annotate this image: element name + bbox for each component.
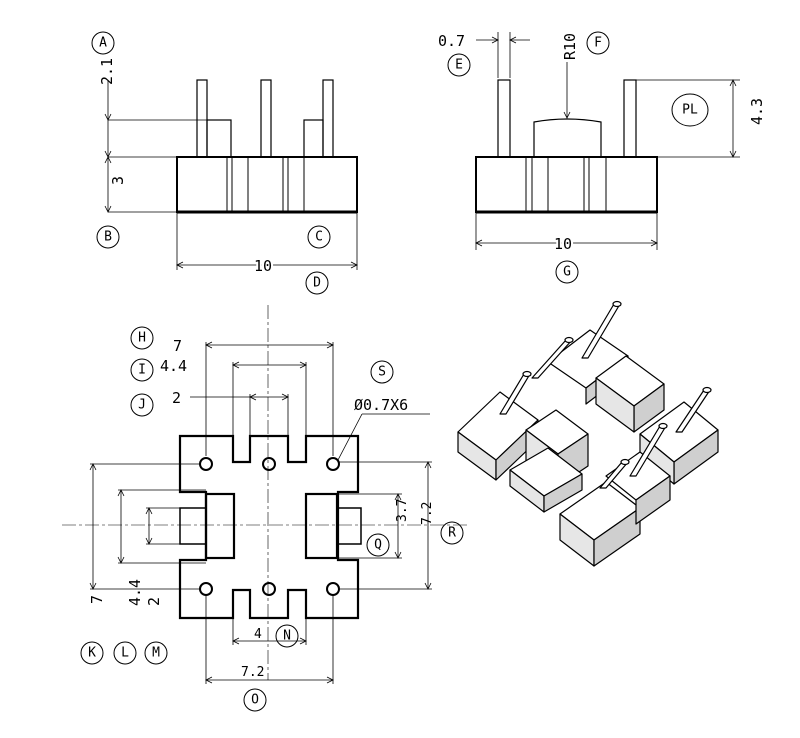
dim-left-middle: 4.4 — [126, 579, 144, 606]
callout-letters: A B C D E F G PL H I J S Q R N O K L M — [88, 36, 698, 708]
dim-hole-spec: Ø0.7X6 — [354, 396, 408, 414]
dim-side-width: 10 — [554, 235, 572, 253]
hole-6 — [326, 582, 340, 596]
side-pin-right — [623, 79, 637, 158]
dim-side-radius: R10 — [561, 33, 579, 60]
dim-bottom-width: 7.2 — [241, 665, 264, 680]
front-pin-1 — [196, 79, 208, 158]
label-q: Q — [374, 538, 382, 553]
hole-1 — [199, 457, 213, 471]
hole-3 — [326, 457, 340, 471]
side-view — [475, 32, 740, 250]
label-h: H — [138, 331, 146, 346]
side-core — [533, 118, 602, 157]
label-o: O — [251, 693, 259, 708]
label-a: A — [99, 36, 107, 51]
label-j: J — [138, 398, 146, 413]
label-c: C — [315, 230, 323, 245]
top-outline — [178, 434, 360, 620]
dim-top-outer: 7 — [173, 337, 182, 355]
front-view — [104, 79, 358, 270]
label-n: N — [283, 629, 291, 644]
dim-top-inner: 2 — [172, 389, 181, 407]
front-body — [176, 156, 358, 213]
label-f: F — [594, 36, 602, 51]
dim-side-pin-length: 4.3 — [748, 98, 766, 125]
label-r: R — [448, 526, 456, 541]
label-d: D — [313, 276, 321, 291]
hole-4 — [199, 582, 213, 596]
label-i: I — [138, 363, 146, 378]
label-g: G — [563, 265, 571, 280]
label-e: E — [455, 58, 463, 73]
dim-top-middle: 4.4 — [160, 357, 187, 375]
dim-front-pin-height: 2.1 — [98, 58, 116, 85]
dim-left-inner: 2 — [145, 597, 163, 606]
label-m: M — [152, 646, 160, 661]
label-pl: PL — [682, 103, 698, 118]
dim-side-pin-diameter: 0.7 — [438, 32, 465, 50]
hole-2 — [262, 457, 276, 471]
label-k: K — [88, 646, 96, 661]
hole-5 — [262, 582, 276, 596]
side-body — [475, 156, 658, 213]
front-pin-2 — [260, 79, 272, 158]
label-b: B — [104, 230, 112, 245]
side-pin-left — [497, 79, 511, 158]
front-pin-3 — [322, 79, 334, 158]
dim-row-span: 7.2 — [420, 502, 435, 525]
label-s: S — [378, 365, 386, 380]
dim-slot-height: 3.7 — [395, 499, 410, 522]
top-view — [62, 305, 470, 684]
callout-labels — [80, 31, 709, 712]
label-l: L — [121, 646, 129, 661]
dim-bottom-slot: 4 — [254, 627, 262, 642]
dim-left-outer: 7 — [88, 595, 106, 604]
isometric-view — [457, 300, 719, 567]
dim-front-width: 10 — [254, 257, 272, 275]
dim-front-body-height: 3 — [109, 176, 127, 185]
